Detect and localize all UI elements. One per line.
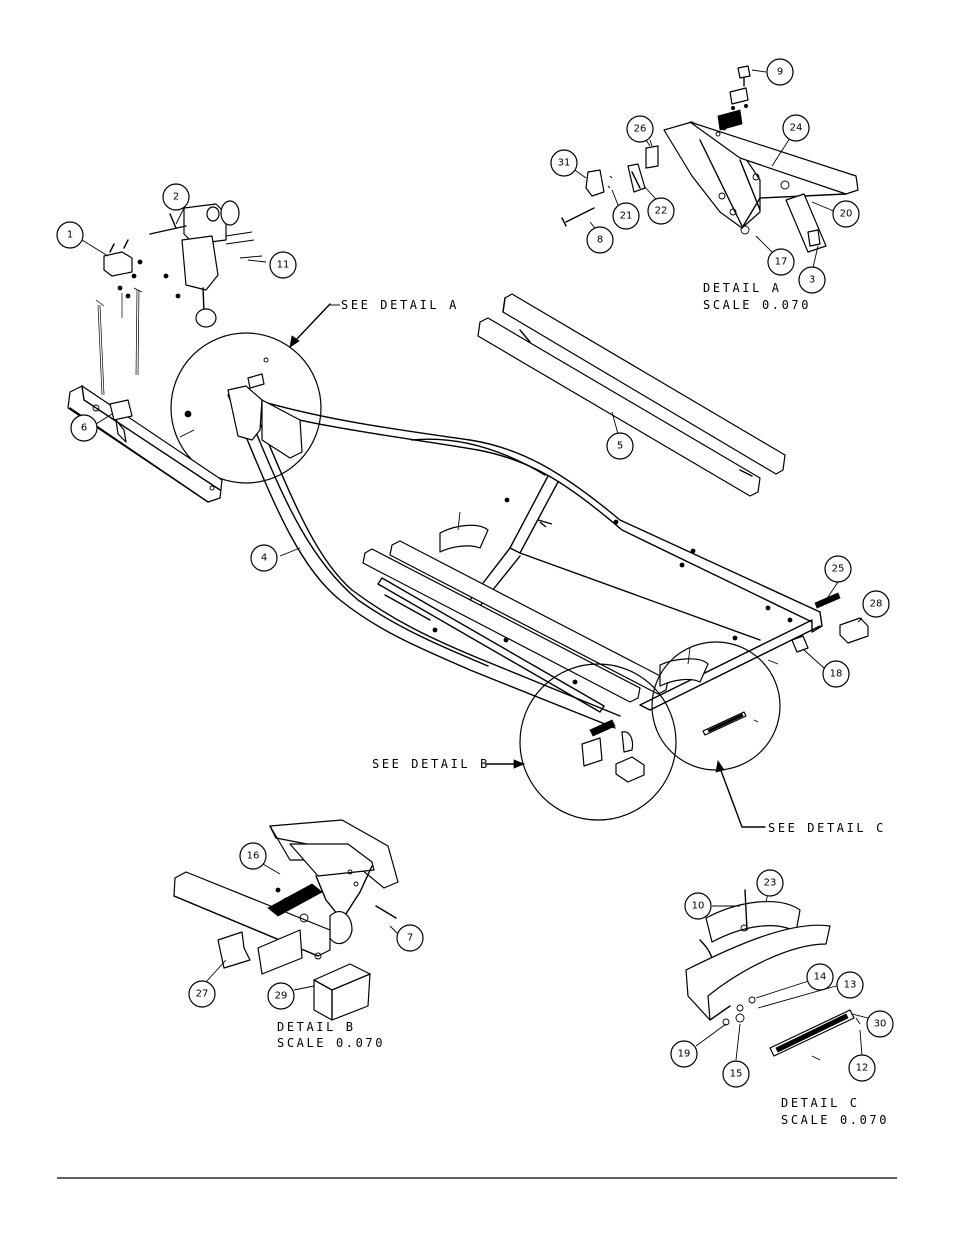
lower-bunks: [362, 540, 669, 713]
main-detail-b-parts: [581, 719, 645, 783]
bunk-brackets: [439, 511, 709, 687]
callout-30: 30: [866, 1010, 894, 1038]
callout-24: 24: [782, 114, 810, 142]
callout-15: 15: [722, 1060, 750, 1088]
callout-bubbles: 1 2 3 4 5 6 7 8 9 10 11 12 13 14 15 16 1…: [56, 58, 894, 1088]
detail-c-scale: SCALE 0.070: [781, 1113, 889, 1127]
callout-26: 26: [626, 115, 654, 143]
callout-1: 1: [56, 221, 84, 249]
svg-text:6: 6: [81, 423, 87, 434]
svg-text:24: 24: [790, 123, 803, 134]
callout-6: 6: [70, 414, 98, 442]
callout-11: 11: [269, 251, 297, 279]
svg-text:8: 8: [597, 235, 603, 246]
svg-text:13: 13: [844, 980, 857, 991]
callout-22: 22: [647, 197, 675, 225]
svg-text:22: 22: [655, 206, 668, 217]
svg-text:19: 19: [678, 1049, 691, 1060]
callout-18: 18: [822, 660, 850, 688]
detail-b-view: [173, 819, 399, 1021]
callout-10: 10: [684, 892, 712, 920]
svg-text:4: 4: [261, 553, 267, 564]
callout-3: 3: [798, 266, 826, 294]
svg-text:11: 11: [277, 260, 290, 271]
winch-assembly: [95, 200, 263, 396]
callout-23: 23: [756, 869, 784, 897]
detail-c-view: [685, 889, 861, 1061]
callout-28: 28: [862, 590, 890, 618]
detail-a-scale: SCALE 0.070: [703, 298, 811, 312]
callout-13: 13: [836, 971, 864, 999]
tongue-tube: [67, 385, 223, 503]
svg-text:30: 30: [874, 1019, 887, 1030]
bunk-boards: [477, 293, 786, 497]
svg-text:15: 15: [730, 1069, 743, 1080]
callout-4: 4: [250, 544, 278, 572]
callout-25: 25: [824, 555, 852, 583]
callout-2: 2: [162, 183, 190, 211]
svg-text:14: 14: [814, 972, 827, 983]
callout-20: 20: [832, 200, 860, 228]
svg-text:3: 3: [809, 275, 815, 286]
callout-8: 8: [586, 226, 614, 254]
detail-b-title: DETAIL B: [277, 1020, 356, 1034]
detail-c-circle: [651, 641, 781, 828]
svg-text:29: 29: [275, 991, 288, 1002]
callout-5: 5: [606, 432, 634, 460]
callout-21: 21: [612, 202, 640, 230]
svg-text:12: 12: [856, 1063, 869, 1074]
svg-text:27: 27: [196, 989, 209, 1000]
callout-12: 12: [848, 1054, 876, 1082]
callout-14: 14: [806, 963, 834, 991]
callout-29: 29: [267, 982, 295, 1010]
callout-16: 16: [239, 842, 267, 870]
callout-31: 31: [550, 149, 578, 177]
svg-text:16: 16: [247, 851, 260, 862]
detail-labels: SEE DETAIL A DETAIL A SCALE 0.070 SEE DE…: [277, 281, 889, 1127]
callout-27: 27: [188, 980, 216, 1008]
svg-text:7: 7: [407, 933, 413, 944]
callout-17: 17: [767, 248, 795, 276]
see-detail-c-label: SEE DETAIL C: [768, 821, 886, 835]
callout-19: 19: [670, 1040, 698, 1068]
svg-text:5: 5: [617, 441, 623, 452]
svg-text:18: 18: [830, 669, 843, 680]
svg-text:9: 9: [777, 67, 783, 78]
svg-text:17: 17: [775, 257, 788, 268]
see-detail-b-label: SEE DETAIL B: [372, 757, 490, 771]
rear-parts: [767, 592, 869, 665]
svg-text:2: 2: [173, 192, 179, 203]
see-detail-a-label: SEE DETAIL A: [341, 298, 459, 312]
svg-text:20: 20: [840, 209, 853, 220]
callout-7: 7: [396, 924, 424, 952]
svg-text:26: 26: [634, 124, 647, 135]
detail-b-circle: [485, 663, 677, 821]
main-frame: [227, 385, 823, 729]
svg-text:31: 31: [558, 158, 571, 169]
detail-a-circle: [170, 303, 331, 484]
svg-text:21: 21: [620, 211, 633, 222]
detail-c-title: DETAIL C: [781, 1096, 860, 1110]
detail-a-view: [561, 65, 859, 253]
svg-text:10: 10: [692, 901, 705, 912]
detail-a-title: DETAIL A: [703, 281, 782, 295]
main-detail-c-parts: [702, 711, 759, 736]
svg-text:25: 25: [832, 564, 845, 575]
svg-text:23: 23: [764, 878, 777, 889]
svg-text:28: 28: [870, 599, 883, 610]
svg-text:1: 1: [67, 230, 73, 241]
detail-b-scale: SCALE 0.070: [277, 1036, 385, 1050]
callout-9: 9: [766, 58, 794, 86]
